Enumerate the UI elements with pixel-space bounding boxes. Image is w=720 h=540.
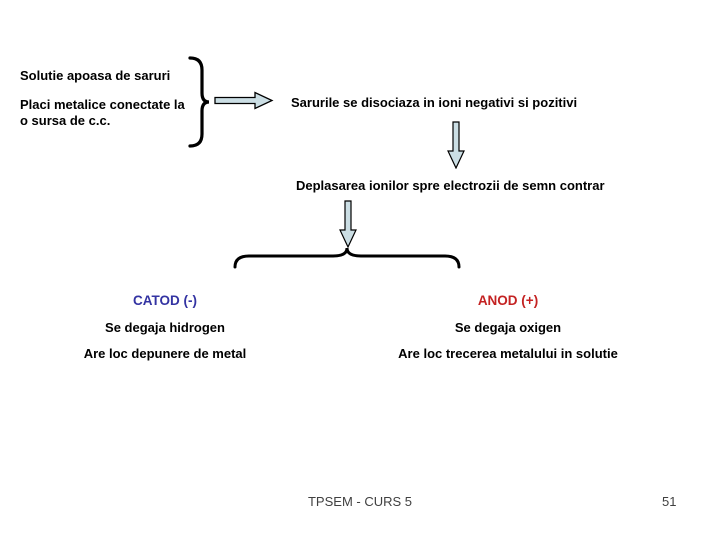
flow-step1: Sarurile se disociaza in ioni negativi s…	[291, 95, 578, 110]
footer-page-number: 51	[662, 494, 677, 509]
curly-brace-right-icon	[188, 56, 210, 148]
horizontal-brace-icon	[233, 247, 461, 269]
intro-line2: Placi metalice conectate la o sursa de c…	[20, 97, 185, 128]
intro-line1: Solutie apoasa de saruri	[20, 68, 171, 83]
footer-course-label: TPSEM - CURS 5	[307, 494, 412, 509]
flow-step2: Deplasarea ionilor spre electrozii de se…	[296, 178, 605, 193]
arrow-down-icon	[339, 200, 357, 248]
anod-line2: Are loc trecerea metalului in solutie	[398, 346, 618, 361]
catod-title: CATOD (-)	[133, 293, 197, 308]
catod-line2: Are loc depunere de metal	[83, 346, 247, 361]
catod-line1: Se degaja hidrogen	[105, 320, 225, 335]
anod-title: ANOD (+)	[477, 293, 539, 308]
anod-line1: Se degaja oxigen	[454, 320, 562, 335]
arrow-right-icon	[214, 91, 274, 110]
arrow-down-icon	[447, 121, 465, 169]
